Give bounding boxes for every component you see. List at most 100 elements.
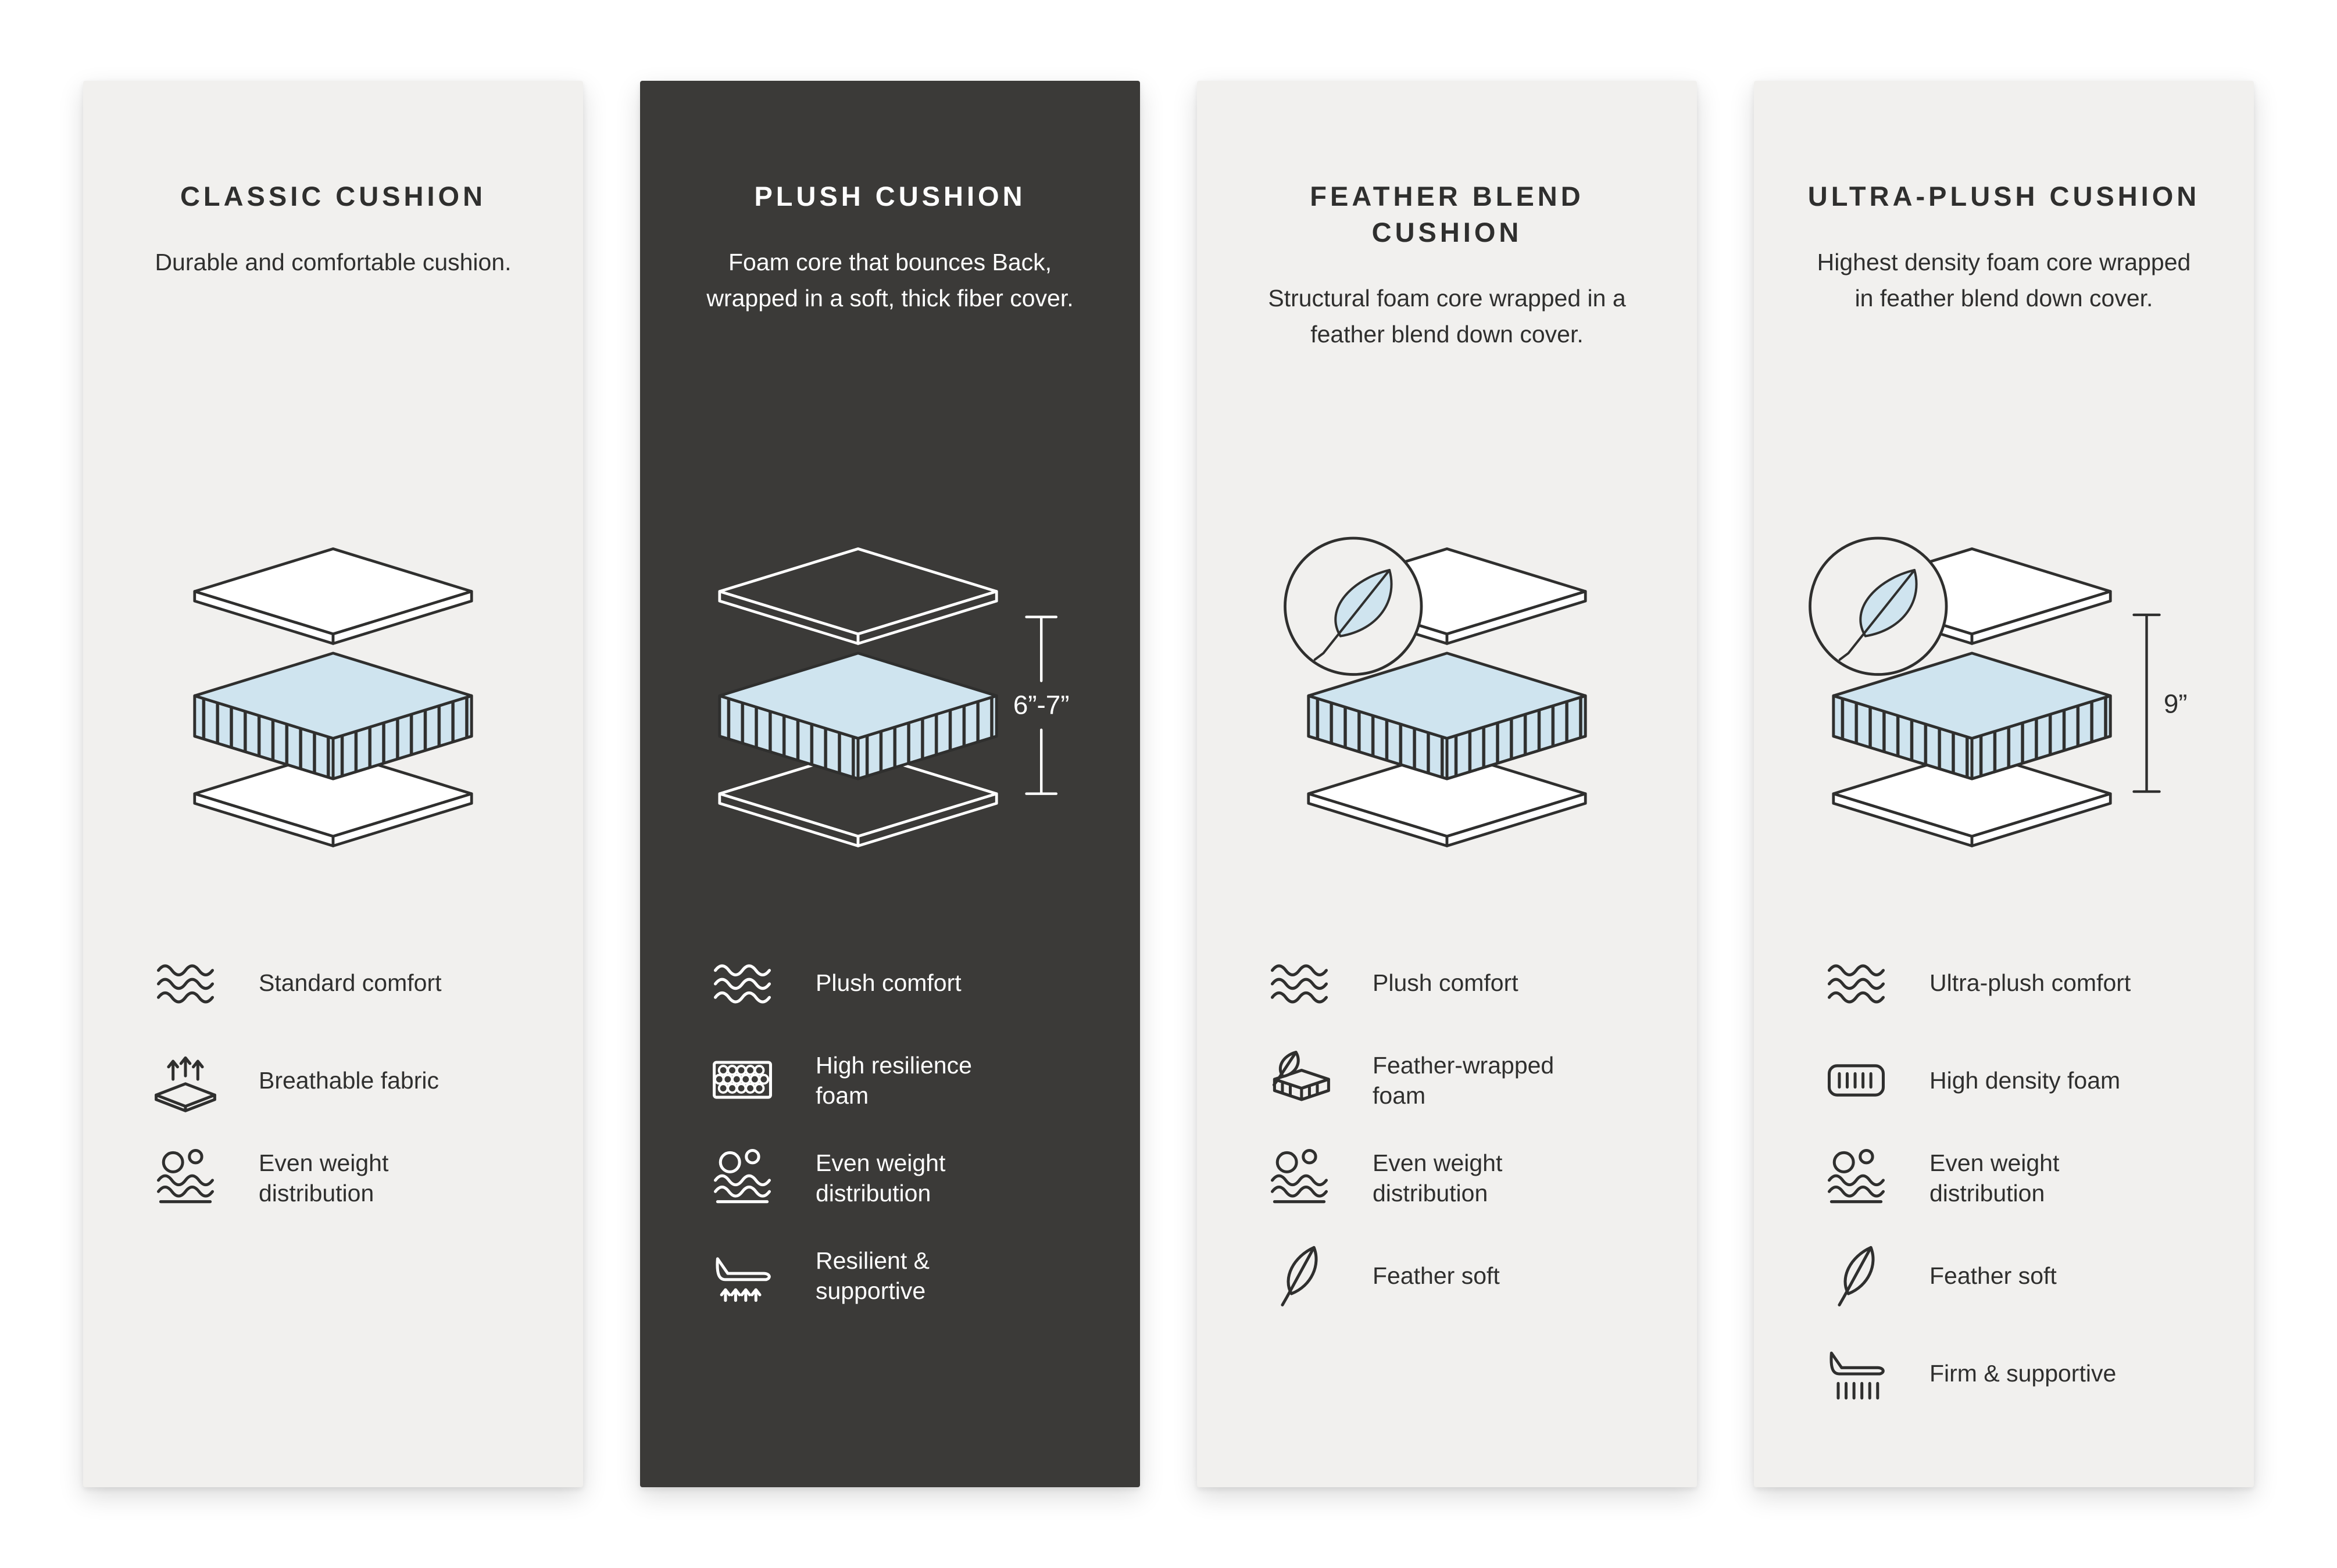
waves-icon <box>156 964 215 1004</box>
feature-icon-box <box>696 947 789 1019</box>
feature-icon-box <box>1253 1240 1346 1312</box>
feature-icon-box <box>1810 1240 1903 1312</box>
feature-label: Even weight distribution <box>1373 1149 1503 1207</box>
feature-icon-box <box>1810 1142 1903 1214</box>
card-title: PLUSH CUSHION <box>754 181 1026 212</box>
cushion-layers-diagram: 6”-7” <box>718 547 1070 847</box>
feature-row: Standard comfort <box>139 947 560 1019</box>
even-weight-icon <box>713 1149 771 1204</box>
waves-icon <box>1827 964 1885 1004</box>
feature-icon-box <box>1810 947 1903 1019</box>
card-description: Foam core that bounces Back, wrapped in … <box>706 249 1074 312</box>
feature-row: Firm & supportive <box>1810 1337 2231 1409</box>
height-measurement: 9” <box>2132 613 2188 793</box>
even-weight-icon <box>1270 1149 1328 1204</box>
feather-icon <box>1281 1246 1318 1306</box>
feature-row: High density foam <box>1810 1044 2231 1116</box>
feature-icon-box <box>1253 1142 1346 1214</box>
feature-label: Feather soft <box>1929 1262 2057 1289</box>
bottom-cover-layer <box>193 750 473 847</box>
card-feather-blend-cushion: FEATHER BLEND CUSHION Structural foam co… <box>1197 81 1697 1487</box>
feature-row: Even weight distribution <box>1253 1142 1674 1214</box>
foam-core-layer <box>1832 651 2112 781</box>
feature-row: Plush comfort <box>1253 947 1674 1019</box>
feature-label: Standard comfort <box>259 969 442 996</box>
feature-list: Plush comfort Feather-wrapped foam <box>1197 947 1697 1312</box>
cushion-layers-diagram <box>1284 536 1587 847</box>
breathable-fabric-icon <box>155 1056 216 1112</box>
feature-label: Plush comfort <box>816 969 962 996</box>
feature-label: High resilience foam <box>816 1051 972 1109</box>
high-density-foam-icon <box>1827 1064 1885 1097</box>
feature-row: Plush comfort <box>696 947 1117 1019</box>
feature-label: Ultra-plush comfort <box>1929 969 2131 996</box>
bottom-cover-layer <box>1307 750 1587 847</box>
feature-icon-box <box>696 1142 789 1214</box>
cushion-diagram-area: 6”-7” <box>640 447 1140 947</box>
card-plush-cushion: PLUSH CUSHION Foam core that bounces Bac… <box>640 81 1140 1487</box>
feature-icon-box <box>139 1044 232 1116</box>
foam-core-layer <box>718 651 998 781</box>
bottom-cover-layer <box>1832 750 2112 847</box>
cushion-layers-diagram: 9” <box>1809 536 2188 847</box>
feature-icon-box <box>139 947 232 1019</box>
feature-list: Ultra-plush comfort High density foam <box>1754 947 2254 1409</box>
feather-badge <box>1284 536 1423 676</box>
feather-wrapped-foam-icon <box>1272 1051 1330 1101</box>
resilient-supportive-icon <box>716 1257 771 1302</box>
card-header: FEATHER BLEND CUSHION Structural foam co… <box>1197 81 1697 447</box>
feature-row: High resilience foam <box>696 1044 1117 1116</box>
card-title: FEATHER BLEND CUSHION <box>1310 181 1584 248</box>
feature-label: Feather-wrapped foam <box>1373 1051 1555 1109</box>
card-ultra-plush-cushion: ULTRA-PLUSH CUSHION Highest density foam… <box>1754 81 2254 1487</box>
feature-label: Breathable fabric <box>259 1066 439 1094</box>
feature-icon-box <box>1810 1044 1903 1116</box>
feature-row: Feather soft <box>1810 1240 2231 1312</box>
feature-label: Firm & supportive <box>1929 1359 2117 1387</box>
honeycomb-foam-icon <box>713 1061 772 1099</box>
feature-icon-box <box>1253 1044 1346 1116</box>
cushion-diagram-area <box>83 447 583 947</box>
feature-icon-box <box>696 1044 789 1116</box>
feature-row: Feather soft <box>1253 1240 1674 1312</box>
feature-row: Even weight distribution <box>139 1142 560 1214</box>
card-description: Highest density foam core wrapped in fea… <box>1817 249 2191 312</box>
waves-icon <box>1270 964 1328 1004</box>
cushion-diagram-area: 9” <box>1754 447 2254 947</box>
waves-icon <box>713 964 771 1004</box>
feature-label: High density foam <box>1929 1066 2121 1094</box>
height-measurement: 6”-7” <box>1013 615 1070 795</box>
card-description: Structural foam core wrapped in a feathe… <box>1268 285 1626 348</box>
card-title: CLASSIC CUSHION <box>180 181 487 212</box>
feature-row: Even weight distribution <box>696 1142 1117 1214</box>
card-header: ULTRA-PLUSH CUSHION Highest density foam… <box>1754 81 2254 447</box>
feature-icon-box <box>696 1240 789 1312</box>
feature-icon-box <box>139 1142 232 1214</box>
feature-row: Feather-wrapped foam <box>1253 1044 1674 1116</box>
feature-list: Plush comfort High resilience foam <box>640 947 1140 1312</box>
feature-list: Standard comfort Breathable fabric <box>83 947 583 1214</box>
bottom-cover-layer <box>718 750 998 847</box>
top-cover-layer <box>193 547 473 645</box>
feature-label: Even weight distribution <box>1929 1149 2060 1207</box>
feather-icon <box>1838 1246 1875 1306</box>
feature-row: Breathable fabric <box>139 1044 560 1116</box>
feature-label: Plush comfort <box>1373 969 1518 996</box>
feature-label: Even weight distribution <box>816 1149 946 1207</box>
feature-label: Resilient & supportive <box>816 1247 930 1304</box>
feature-row: Even weight distribution <box>1810 1142 2231 1214</box>
card-classic-cushion: CLASSIC CUSHION Durable and comfortable … <box>83 81 583 1487</box>
cushion-diagram-area <box>1197 447 1697 947</box>
feature-row: Resilient & supportive <box>696 1240 1117 1312</box>
feather-badge <box>1809 536 1948 676</box>
feature-row: Ultra-plush comfort <box>1810 947 2231 1019</box>
card-header: PLUSH CUSHION Foam core that bounces Bac… <box>640 81 1140 447</box>
card-header: CLASSIC CUSHION Durable and comfortable … <box>83 81 583 447</box>
even-weight-icon <box>156 1149 215 1204</box>
card-title: ULTRA-PLUSH CUSHION <box>1807 181 2200 212</box>
firm-supportive-icon <box>1829 1351 1885 1400</box>
height-measurement-label: 9” <box>2164 689 2188 718</box>
top-cover-layer <box>718 547 998 645</box>
foam-core-layer <box>193 651 473 781</box>
